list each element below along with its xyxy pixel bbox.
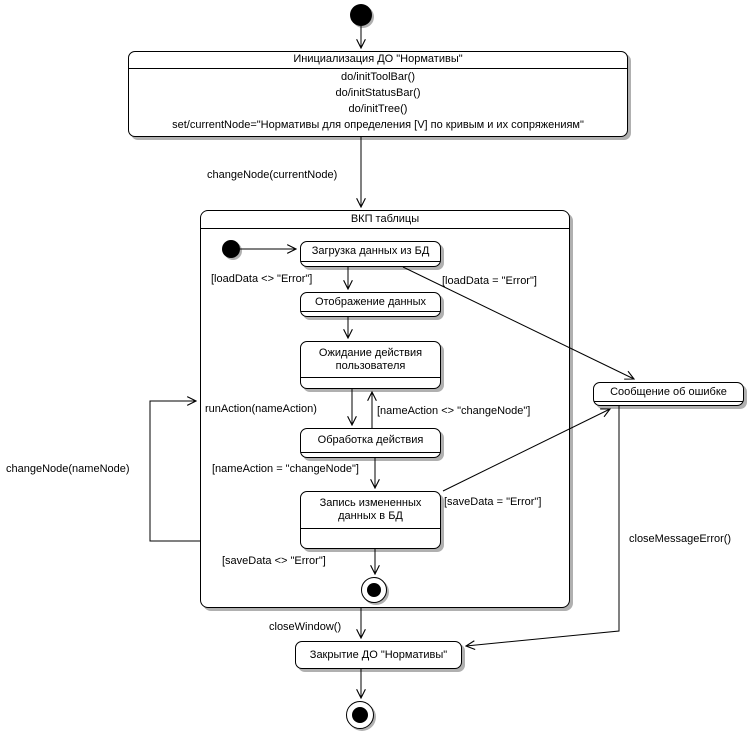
final-state-inner-dot bbox=[367, 583, 381, 597]
state-wait-user-action: Ожидание действия пользователя bbox=[300, 341, 441, 389]
state-load-data: Загрузка данных из БД bbox=[300, 241, 441, 267]
state-process-body bbox=[301, 452, 440, 457]
initial-state-top bbox=[350, 4, 372, 26]
state-process-action: Обработка действия bbox=[300, 428, 441, 458]
composite-state-title: ВКП таблицы bbox=[201, 211, 569, 229]
state-load-title: Загрузка данных из БД bbox=[311, 245, 430, 257]
state-init-title: Инициализация ДО "Нормативы" bbox=[129, 52, 627, 69]
transition-label-change-node-name: changeNode(nameNode) bbox=[6, 463, 130, 475]
state-error-title: Сообщение об ошибке bbox=[610, 385, 727, 398]
state-save-data: Запись измененных данных в БД bbox=[300, 491, 441, 549]
transition-label-save-ok: [saveData <> "Error"] bbox=[222, 555, 326, 567]
state-wait-body bbox=[301, 377, 440, 388]
state-save-body bbox=[301, 528, 440, 548]
state-wait-title: Ожидание действия пользователя bbox=[318, 346, 423, 372]
transition-label-load-ok: [loadData <> "Error"] bbox=[211, 273, 313, 285]
state-display-body bbox=[301, 311, 440, 316]
final-state-inner bbox=[361, 577, 387, 603]
transition-label-action-not-change-node: [nameAction <> "changeNode"] bbox=[377, 405, 531, 417]
state-error-message: Сообщение об ошибке bbox=[593, 382, 744, 406]
state-error-body bbox=[594, 401, 743, 405]
transition-label-close-message-error: closeMessageError() bbox=[629, 533, 732, 545]
state-save-title: Запись измененных данных в БД bbox=[319, 497, 422, 522]
transition-label-run-action: runAction(nameAction) bbox=[205, 403, 317, 415]
state-process-title: Обработка действия bbox=[317, 434, 424, 446]
transition-label-change-node-current: changeNode(currentNode) bbox=[207, 169, 338, 181]
transition-label-close-window: closeWindow() bbox=[269, 621, 342, 633]
state-display-title: Отображение данных bbox=[314, 295, 427, 308]
state-init-action: do/initTree() bbox=[348, 103, 408, 115]
transition-label-load-error: [loadData = "Error"] bbox=[442, 275, 537, 287]
state-init-action: set/currentNode="Нормативы для определен… bbox=[172, 119, 584, 131]
state-init-action: do/initToolBar() bbox=[341, 71, 415, 83]
state-close: Закрытие ДО "Нормативы" bbox=[295, 641, 462, 669]
initial-state-inner bbox=[222, 240, 240, 258]
state-display-data: Отображение данных bbox=[300, 292, 441, 317]
transition-label-action-change-node: [nameAction = "changeNode"] bbox=[212, 463, 359, 475]
state-init: Инициализация ДО "Нормативы" do/initTool… bbox=[128, 51, 628, 137]
transition-label-save-error: [saveData = "Error"] bbox=[444, 496, 542, 508]
state-init-action: do/initStatusBar() bbox=[335, 87, 421, 99]
state-close-title: Закрытие ДО "Нормативы" bbox=[309, 648, 448, 661]
arrow-composite-self-loop bbox=[149, 401, 200, 542]
final-state-bottom-dot bbox=[352, 707, 368, 723]
state-load-body bbox=[301, 261, 440, 266]
final-state-bottom bbox=[346, 701, 374, 729]
